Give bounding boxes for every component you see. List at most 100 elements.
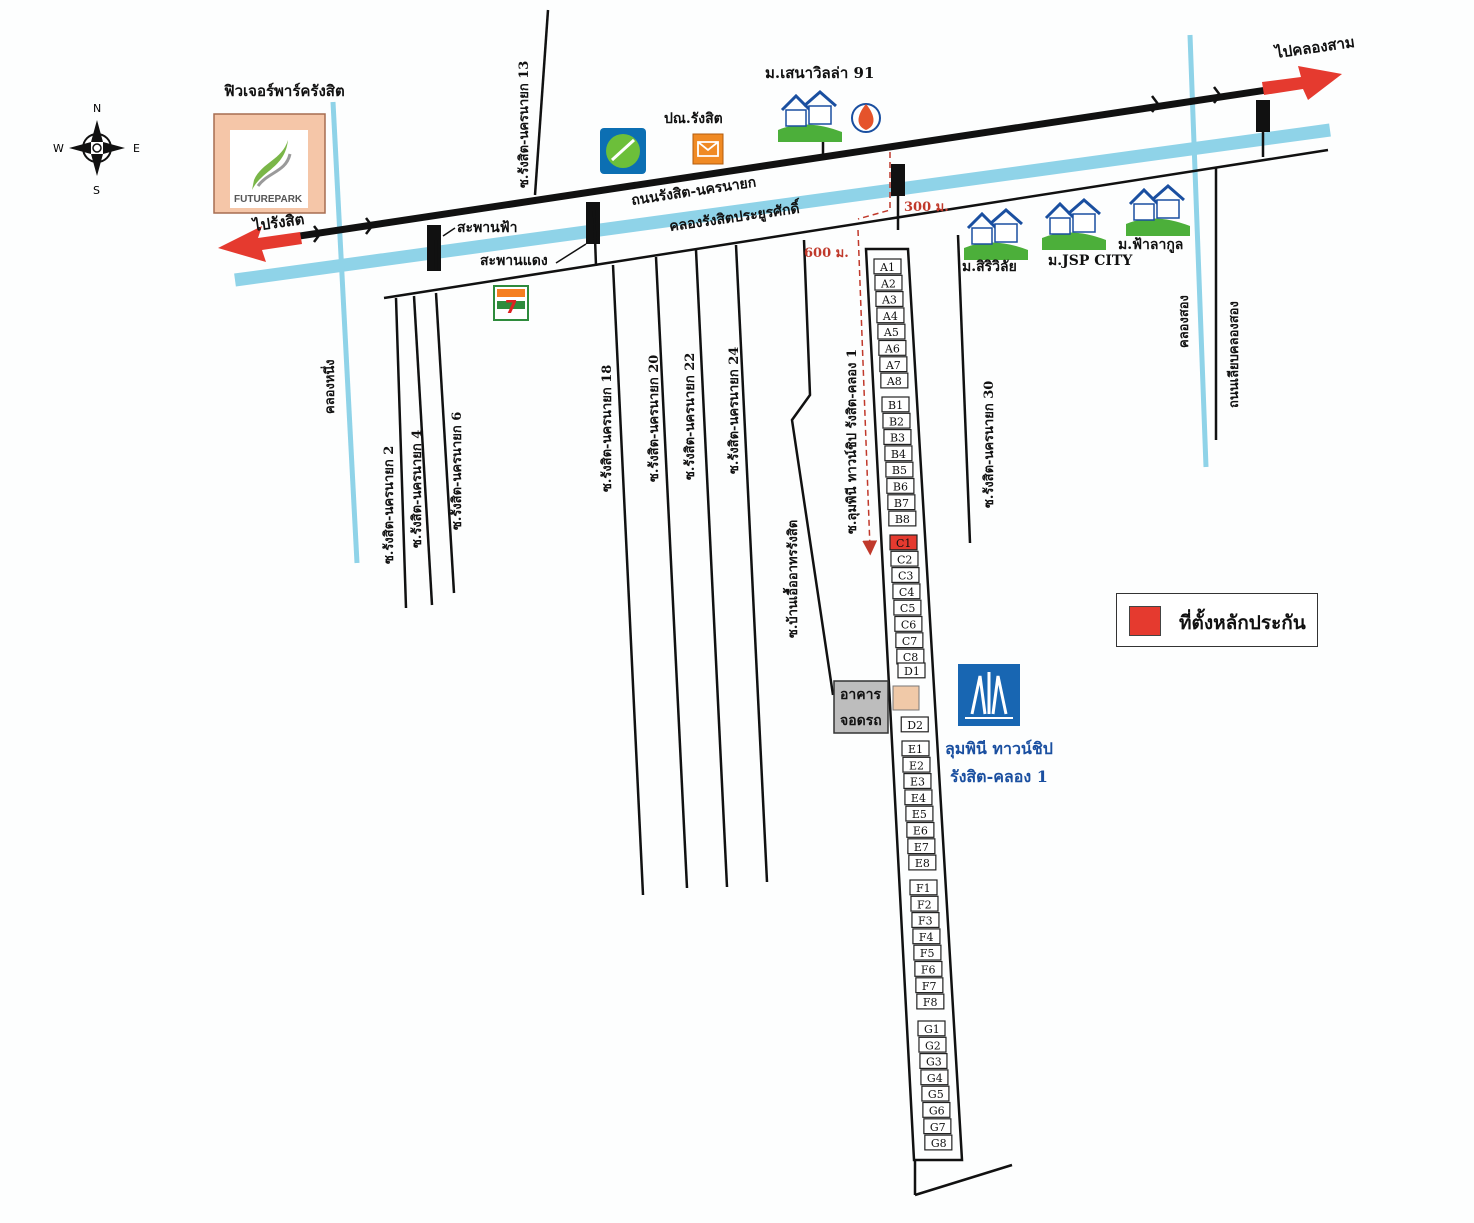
post-office-label: ปณ.รังสิต bbox=[664, 111, 723, 127]
distance-600: 600 ม. bbox=[804, 246, 849, 261]
unit-e8[interactable]: E8 bbox=[908, 854, 937, 871]
village-senavilla-label: ม.เสนาวิลล่า 91 bbox=[765, 64, 874, 82]
bridges bbox=[427, 100, 1270, 271]
unit-g6[interactable]: G6 bbox=[922, 1101, 951, 1118]
unit-label: B4 bbox=[891, 448, 906, 461]
unit-e1[interactable]: E1 bbox=[901, 740, 930, 757]
frontage-road bbox=[383, 148, 1329, 300]
unit-g8[interactable]: G8 bbox=[924, 1134, 953, 1151]
unit-label: C2 bbox=[897, 553, 912, 566]
unit-label: G8 bbox=[931, 1137, 947, 1150]
unit-label: C4 bbox=[899, 586, 914, 599]
unit-label: E3 bbox=[910, 776, 925, 789]
unit-g5[interactable]: G5 bbox=[921, 1085, 950, 1102]
soi20-label: ซ.รังสิต-นครนายก 20 bbox=[647, 355, 662, 482]
unit-g4[interactable]: G4 bbox=[920, 1069, 949, 1086]
unit-g1[interactable]: G1 bbox=[917, 1020, 946, 1037]
canals bbox=[234, 34, 1331, 564]
canal-side-road-label: ถนนเลียบคลองสอง bbox=[1226, 301, 1242, 408]
svg-text:S: S bbox=[93, 184, 100, 197]
unit-c5[interactable]: C5 bbox=[893, 599, 922, 616]
unit-f6[interactable]: F6 bbox=[914, 960, 943, 977]
unit-c6[interactable]: C6 bbox=[894, 615, 923, 632]
unit-g7[interactable]: G7 bbox=[923, 1118, 952, 1135]
soi30-label: ซ.รังสิต-นครนายก 30 bbox=[982, 381, 997, 508]
klong-2-canal bbox=[1187, 34, 1209, 468]
unit-label: C5 bbox=[900, 602, 915, 615]
unit-c2[interactable]: C2 bbox=[890, 550, 919, 567]
unit-label: C7 bbox=[902, 635, 917, 648]
skybridge-pointer bbox=[442, 227, 456, 237]
klong-1-canal bbox=[330, 101, 360, 564]
svg-text:N: N bbox=[93, 102, 101, 115]
future-park[interactable]: FUTUREPARK bbox=[213, 113, 326, 214]
unit-f1[interactable]: F1 bbox=[909, 879, 938, 896]
project-block bbox=[864, 247, 964, 1162]
unit-d1[interactable]: D1 bbox=[897, 662, 926, 679]
unit-e2[interactable]: E2 bbox=[902, 756, 931, 773]
parking-building[interactable]: อาคาร จอดรถ bbox=[833, 680, 920, 734]
unit-a1[interactable]: A1 bbox=[873, 258, 902, 275]
seven-eleven-icon: 7 bbox=[493, 285, 529, 321]
soi24-label: ซ.รังสิต-นครนายก 24 bbox=[727, 347, 742, 474]
unit-a6[interactable]: A6 bbox=[878, 339, 907, 356]
unit-b4[interactable]: B4 bbox=[884, 445, 913, 462]
unit-a8[interactable]: A8 bbox=[880, 372, 909, 389]
unit-b2[interactable]: B2 bbox=[882, 412, 911, 429]
unit-c8[interactable]: C8 bbox=[896, 648, 925, 665]
unit-b7[interactable]: B7 bbox=[887, 494, 916, 511]
unit-label: G7 bbox=[930, 1121, 946, 1134]
unit-e6[interactable]: E6 bbox=[906, 821, 935, 838]
unit-g3[interactable]: G3 bbox=[919, 1052, 948, 1069]
unit-label: D1 bbox=[904, 665, 920, 678]
unit-e7[interactable]: E7 bbox=[907, 838, 936, 855]
unit-a4[interactable]: A4 bbox=[876, 307, 905, 324]
unit-a3[interactable]: A3 bbox=[875, 291, 904, 308]
unit-label: G4 bbox=[927, 1072, 943, 1085]
unit-f3[interactable]: F3 bbox=[911, 911, 940, 928]
unit-g2[interactable]: G2 bbox=[918, 1036, 947, 1053]
unit-c3[interactable]: C3 bbox=[891, 566, 920, 583]
soi2-label: ซ.รังสิต-นครนายก 2 bbox=[382, 446, 397, 564]
unit-label: A5 bbox=[883, 326, 899, 339]
unit-label: B5 bbox=[892, 464, 907, 477]
post-office-icon bbox=[692, 133, 724, 165]
unit-f4[interactable]: F4 bbox=[912, 928, 941, 945]
unit-b5[interactable]: B5 bbox=[885, 461, 914, 478]
unit-b1[interactable]: B1 bbox=[881, 396, 910, 413]
village-fahlakul-label: ม.ฟ้าลากูล bbox=[1118, 237, 1183, 253]
unit-e3[interactable]: E3 bbox=[903, 772, 932, 789]
red-bridge-pointer bbox=[555, 243, 587, 264]
unit-c1[interactable]: C1 bbox=[889, 534, 918, 551]
legend: ที่ตั้งหลักประกัน bbox=[1116, 593, 1318, 647]
unit-f5[interactable]: F5 bbox=[913, 944, 942, 961]
unit-a2[interactable]: A2 bbox=[874, 274, 903, 291]
unit-a5[interactable]: A5 bbox=[877, 323, 906, 340]
unit-label: B7 bbox=[894, 497, 909, 510]
project-name-2: รังสิต-คลอง 1 bbox=[950, 767, 1048, 786]
lumpini-logo-icon bbox=[958, 664, 1020, 726]
unit-b6[interactable]: B6 bbox=[886, 477, 915, 494]
unit-c7[interactable]: C7 bbox=[895, 632, 924, 649]
unit-blocks: A1A2A3A4A5A6A7A8B1B2B3B4B5B6B7B8C1C2C3C4… bbox=[873, 258, 953, 1151]
unit-a7[interactable]: A7 bbox=[879, 356, 908, 373]
unit-d2[interactable]: D2 bbox=[900, 716, 929, 733]
unit-e4[interactable]: E4 bbox=[904, 789, 933, 806]
unit-f2[interactable]: F2 bbox=[910, 895, 939, 912]
house-icon-jsp bbox=[1042, 198, 1106, 250]
unit-e5[interactable]: E5 bbox=[905, 805, 934, 822]
unit-label: A7 bbox=[885, 359, 901, 372]
unit-label: E5 bbox=[912, 808, 927, 821]
unit-c4[interactable]: C4 bbox=[892, 583, 921, 600]
skybridge-label: สะพานฟ้า bbox=[457, 220, 518, 236]
unit-f7[interactable]: F7 bbox=[915, 977, 944, 994]
unit-label: E8 bbox=[915, 857, 930, 870]
unit-b3[interactable]: B3 bbox=[883, 429, 912, 446]
unit-label: F4 bbox=[919, 931, 934, 944]
unit-b8[interactable]: B8 bbox=[888, 510, 917, 527]
project-name-1: ลุมพินี ทาวน์ชิป bbox=[945, 739, 1053, 759]
legend-swatch bbox=[1129, 606, 1161, 636]
unit-f8[interactable]: F8 bbox=[916, 993, 945, 1010]
unit-label: C8 bbox=[903, 651, 918, 664]
